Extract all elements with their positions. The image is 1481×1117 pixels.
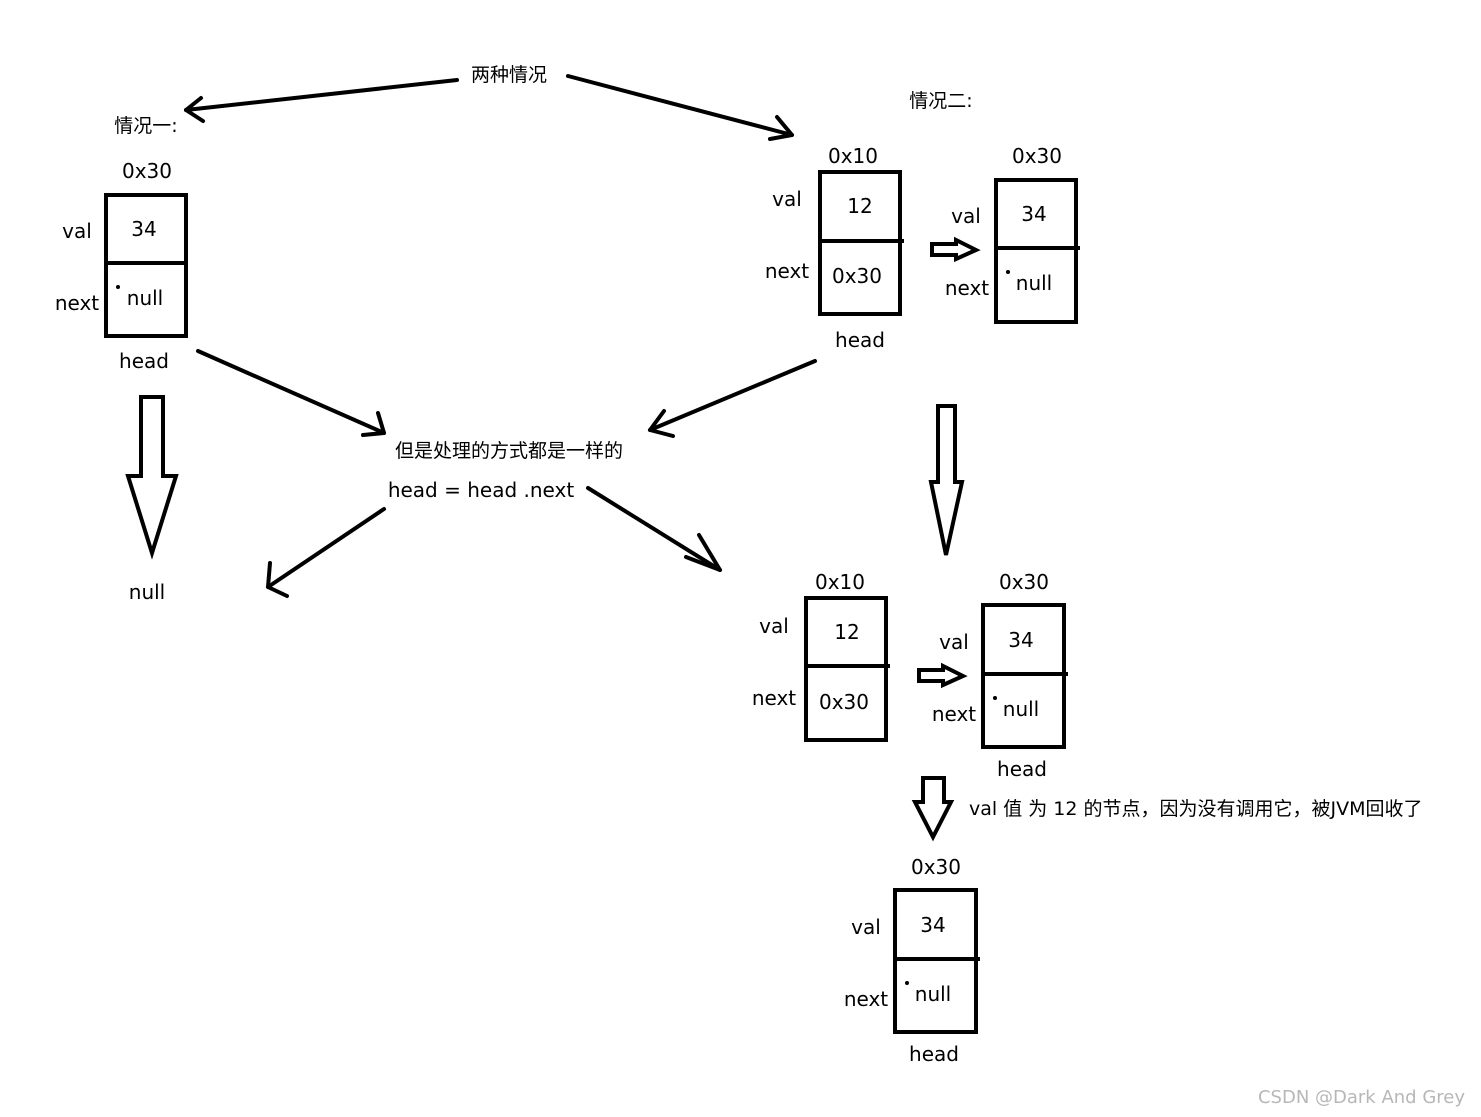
final-val-value: 34 xyxy=(920,913,946,937)
after-head-label: head xyxy=(997,757,1047,781)
final-next-value: null xyxy=(914,982,952,1006)
down-arrow-to-final xyxy=(911,776,955,842)
case2-node-b-pointer-dot xyxy=(1006,270,1010,274)
after-node-b-pointer-dot xyxy=(993,696,997,700)
final-val-label: val xyxy=(851,915,881,939)
gc-note: val 值 为 12 的节点，因为没有调用它，被JVM回收了 xyxy=(969,798,1423,820)
right-arrow-case2-link xyxy=(930,236,981,263)
after-node-b-next-label: next xyxy=(931,702,977,726)
down-arrow-case2 xyxy=(928,404,965,556)
arrow-code-to-after-step xyxy=(586,486,722,572)
case1-val-label: val xyxy=(62,219,92,243)
case2-node-b-next-value: null xyxy=(1015,271,1053,295)
case1-node xyxy=(104,193,188,338)
case1-next-value: null xyxy=(126,286,164,310)
after-node-b xyxy=(981,603,1068,749)
after-node-b-next-value: null xyxy=(1002,697,1040,721)
node-divider xyxy=(804,664,890,668)
after-node-b-address: 0x30 xyxy=(998,570,1050,594)
arrow-case2-to-middle xyxy=(648,359,817,438)
case1-pointer-dot xyxy=(116,285,120,289)
right-arrow-after-step-link xyxy=(917,662,968,689)
case1-result-null: null xyxy=(128,580,166,604)
code-statement: head = head .next xyxy=(387,478,575,502)
case2-head-label: head xyxy=(835,328,885,352)
after-node-a xyxy=(804,596,890,742)
case2-node-a-val-value: 12 xyxy=(847,194,873,218)
case2-node-a-next-label: next xyxy=(764,259,810,283)
case1-next-label: next xyxy=(54,291,100,315)
case2-node-b xyxy=(994,178,1080,324)
node-divider xyxy=(818,239,904,243)
after-node-b-val-label: val xyxy=(939,630,969,654)
final-head-label: head xyxy=(909,1042,959,1066)
case2-node-a xyxy=(818,170,904,316)
final-address: 0x30 xyxy=(910,855,962,879)
node-divider xyxy=(994,246,1080,250)
case1-address: 0x30 xyxy=(121,159,173,183)
arrow-code-to-null xyxy=(266,507,386,598)
case2-node-b-val-value: 34 xyxy=(1021,202,1047,226)
after-node-a-val-value: 12 xyxy=(834,620,860,644)
case1-head-label: head xyxy=(119,349,169,373)
node-divider xyxy=(893,957,980,961)
down-arrow-case1 xyxy=(125,395,179,560)
arrow-case1-to-middle xyxy=(196,349,386,437)
after-node-b-val-value: 34 xyxy=(1008,628,1034,652)
final-pointer-dot xyxy=(905,981,909,985)
same-handling-text: 但是处理的方式都是一样的 xyxy=(394,440,624,462)
final-next-label: next xyxy=(843,987,889,1011)
after-node-a-val-label: val xyxy=(759,614,789,638)
case2-node-b-address: 0x30 xyxy=(1011,144,1063,168)
arrow-title-to-case1 xyxy=(184,78,459,123)
after-node-a-next-label: next xyxy=(751,686,797,710)
final-node xyxy=(893,888,980,1034)
case2-label: 情况二: xyxy=(909,90,973,112)
case2-node-b-val-label: val xyxy=(951,204,981,228)
after-node-a-next-value: 0x30 xyxy=(818,690,870,714)
node-divider xyxy=(981,672,1068,676)
case2-node-a-val-label: val xyxy=(772,187,802,211)
case1-val-value: 34 xyxy=(131,217,157,241)
node-divider xyxy=(104,261,188,265)
case1-label: 情况一: xyxy=(114,115,178,137)
case2-node-a-address: 0x10 xyxy=(827,144,879,168)
arrow-title-to-case2 xyxy=(566,74,794,141)
after-node-a-address: 0x10 xyxy=(814,570,866,594)
case2-node-a-next-value: 0x30 xyxy=(831,264,883,288)
watermark: CSDN @Dark And Grey xyxy=(1257,1087,1465,1108)
case2-node-b-next-label: next xyxy=(944,276,990,300)
diagram-title: 两种情况 xyxy=(470,64,548,86)
